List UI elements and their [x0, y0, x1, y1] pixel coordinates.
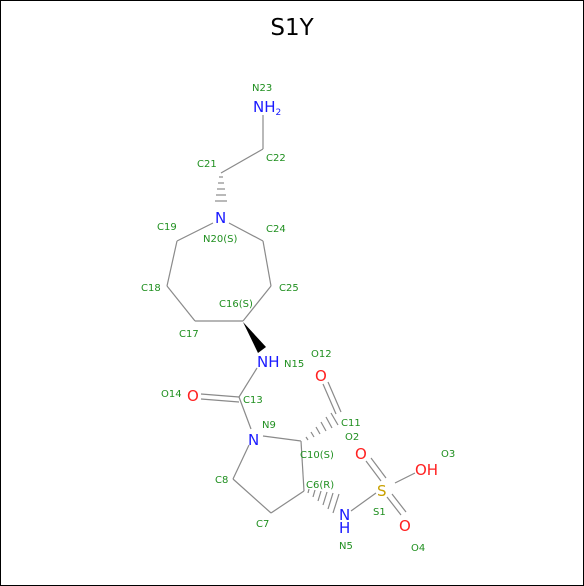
- bond-s1-o-top-b: [370, 457, 387, 479]
- label-c11: C11: [341, 418, 361, 429]
- bond-s1-o-top-a: [365, 460, 382, 482]
- hashed-wedge-c6-n5: [307, 488, 340, 514]
- bond-c13-n9: [238, 396, 252, 430]
- bond-n20-c24: [228, 222, 264, 242]
- label-n15: N15: [284, 359, 304, 370]
- bond-c8-n9: [232, 444, 250, 480]
- label-s1: S1: [373, 507, 386, 518]
- label-o14: O14: [161, 389, 182, 400]
- bond-c22-c21: [220, 148, 264, 174]
- bond-n9-c10: [262, 435, 302, 442]
- bond-c10-c6: [300, 440, 305, 492]
- label-c24: C24: [266, 224, 286, 235]
- solid-wedge-c16-n15: [243, 322, 266, 353]
- label-n5: N5: [339, 541, 353, 552]
- atom-n9: N: [248, 431, 259, 449]
- label-o2: O2: [345, 432, 359, 443]
- label-c7: C7: [256, 519, 269, 530]
- bond-s1-o-bottom-a: [386, 496, 402, 516]
- atom-o-sulfonyl-bottom: O: [399, 517, 411, 535]
- atom-o12: O: [315, 367, 327, 385]
- bond-c11-o12-a: [322, 383, 337, 415]
- atom-s1: S: [377, 482, 387, 500]
- hashed-wedge-c21-n20: [215, 176, 227, 202]
- atom-oh: OH: [415, 461, 438, 479]
- label-c19: C19: [157, 222, 177, 233]
- bond-c19-n20: [176, 222, 214, 242]
- label-o4: O4: [411, 543, 425, 554]
- label-c8: C8: [215, 475, 228, 486]
- label-o12: O12: [311, 349, 332, 360]
- label-o3: O3: [441, 449, 455, 460]
- atom-o14: O: [187, 387, 199, 405]
- label-c25: C25: [279, 283, 299, 294]
- bond-c25-c16: [242, 285, 272, 322]
- label-n9: N9: [262, 420, 276, 431]
- label-c6: C6(R): [306, 480, 334, 491]
- atom-o-sulfonyl-top: O: [355, 445, 367, 463]
- label-n20: N20(S): [203, 234, 237, 245]
- diagram-title: S1Y: [270, 15, 314, 41]
- label-n23: N23: [252, 83, 272, 94]
- bond-c11-o12-b: [327, 381, 342, 413]
- bond-c24-c25: [262, 240, 272, 287]
- label-c18: C18: [141, 283, 161, 294]
- bond-c17-c18: [166, 285, 196, 322]
- bond-c13-o14-b: [200, 398, 240, 403]
- atom-nh2: NH2: [253, 98, 281, 118]
- label-c13: C13: [243, 395, 263, 406]
- bond-c18-c19: [166, 240, 178, 287]
- bond-c13-o14-a: [200, 393, 240, 398]
- label-c21: C21: [197, 159, 217, 170]
- bond-s1-o-bottom-b: [391, 493, 407, 513]
- bond-n15-c13: [238, 367, 258, 398]
- atom-n20: N: [215, 209, 226, 227]
- bond-c7-c8: [232, 478, 272, 514]
- bond-n5-s1: [350, 492, 377, 512]
- hashed-wedge-c10-c11: [305, 412, 339, 441]
- bond-s1-oh: [394, 472, 416, 484]
- atom-nh15: NH: [257, 353, 280, 371]
- bond-c6-c7: [270, 490, 305, 514]
- label-c10: C10(S): [300, 450, 334, 461]
- label-c22: C22: [266, 153, 286, 164]
- label-c17: C17: [179, 329, 199, 340]
- label-c16: C16(S): [219, 299, 253, 310]
